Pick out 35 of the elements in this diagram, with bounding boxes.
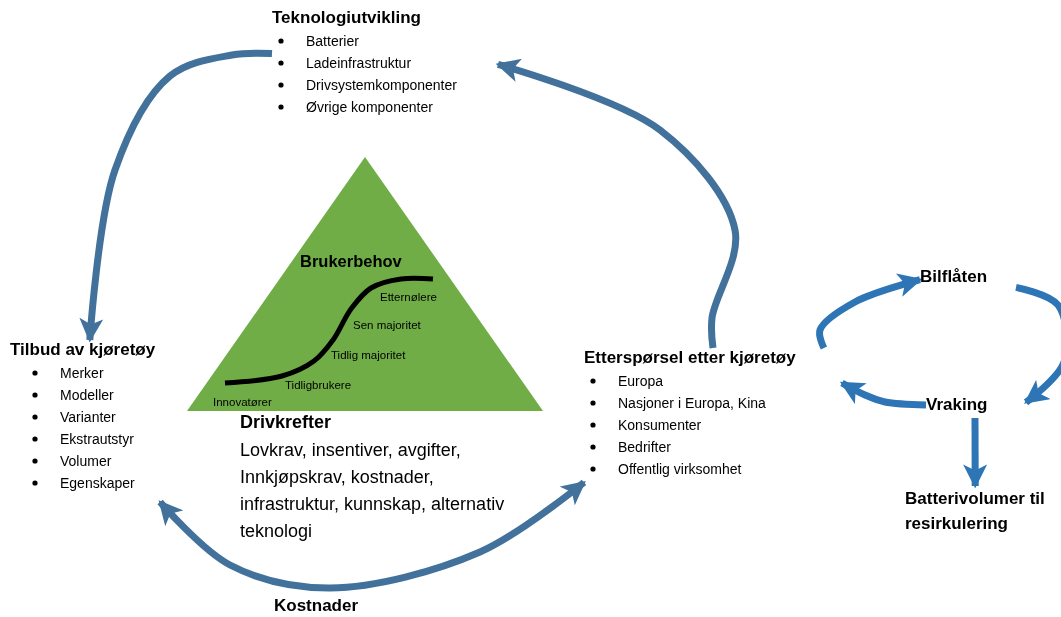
bullet-item: Ekstrautstyr	[60, 431, 134, 447]
curve-label: Etternølere	[380, 291, 437, 303]
bullet-item: Konsumenter	[618, 417, 702, 433]
arrow	[839, 379, 927, 409]
bullet-item: Egenskaper	[60, 475, 135, 491]
heading: Teknologiutvikling	[272, 8, 422, 28]
bullet-item: Nasjoner i Europa, Kina	[618, 395, 766, 411]
bullet-item: Øvrige komponenter	[306, 99, 433, 115]
heading: Brukerbehov	[300, 252, 402, 271]
node-label: Vraking	[926, 394, 989, 416]
curve-label: Tidligbrukere	[285, 379, 352, 391]
bullet-item: Merker	[60, 365, 104, 381]
curve-label: Innovatører	[213, 396, 272, 408]
bullet-item: Ladeinfrastruktur	[306, 55, 412, 71]
heading: Drivkrefter	[240, 412, 333, 433]
body-text: Lovkrav, insentiver, avgifter, Innkjøpskrav, kostnader, infrastruktur, kunnskap, alternativ teknologi	[240, 439, 506, 543]
heading: Tilbud av kjøretøy	[10, 340, 157, 360]
curve-label: Sen majoritet	[353, 319, 421, 331]
arrow	[79, 49, 273, 343]
node-label: Batterivolumer til resirkulering	[905, 488, 1046, 535]
heading: Etterspørsel etter kjøretøy	[584, 348, 797, 368]
bullet-item: Europa	[618, 373, 664, 389]
bullet-item: Offentlig virksomhet	[618, 461, 742, 477]
bullet-item: Bedrifter	[618, 439, 671, 455]
bullet-item: Varianter	[60, 409, 116, 425]
bullet-item: Modeller	[60, 387, 114, 403]
bullet-item: Batterier	[306, 33, 359, 49]
arrow	[495, 58, 740, 349]
node-label: Bilflåten	[920, 266, 989, 288]
arrow	[1015, 283, 1061, 406]
arrow	[157, 479, 587, 592]
bullet-item: Volumer	[60, 453, 112, 469]
bullet-item: Drivsystemkomponenter	[306, 77, 457, 93]
edge-label: Kostnader	[274, 596, 359, 616]
curve-label: Tidlig majoritet	[331, 349, 406, 361]
